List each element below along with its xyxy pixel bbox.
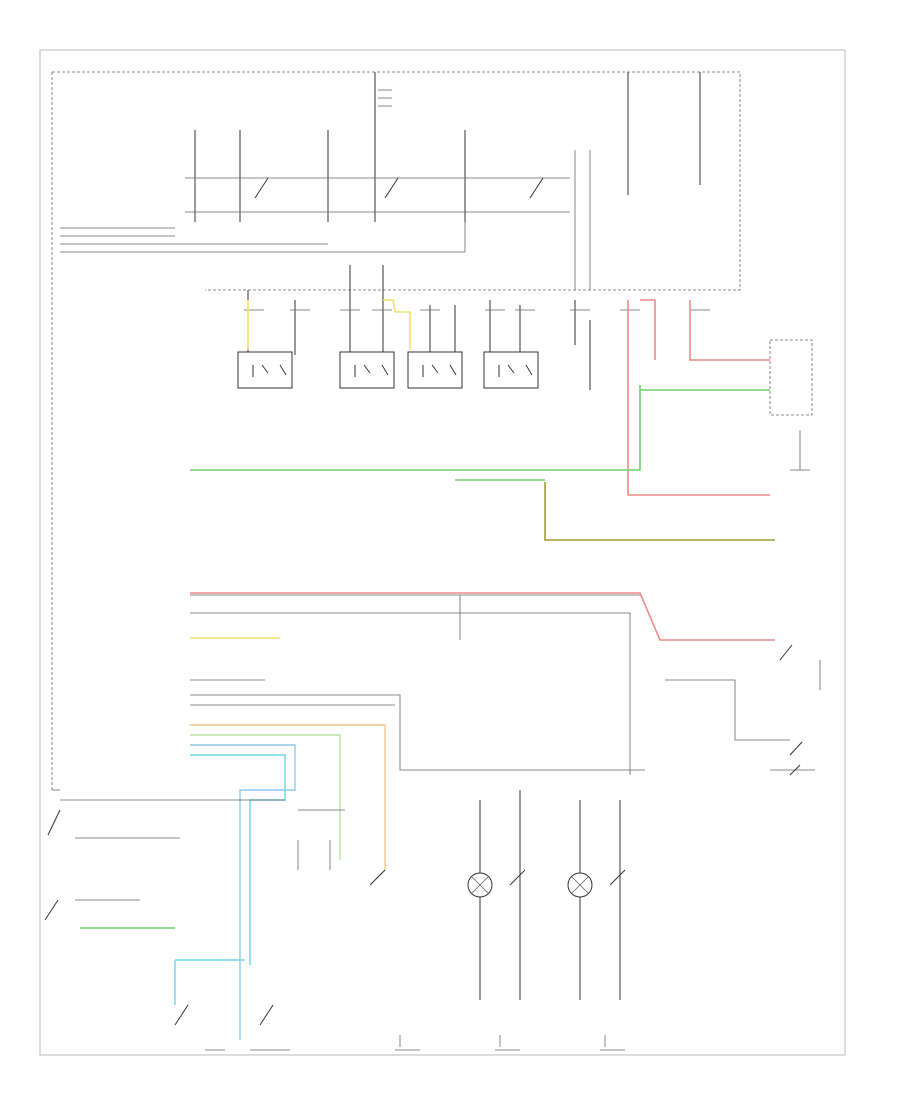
switch-icon — [369, 869, 386, 886]
switch-icon — [259, 1004, 274, 1026]
left-signal-lines — [60, 222, 466, 253]
switch-icon — [384, 177, 399, 199]
module-outline-middle — [190, 594, 645, 775]
colored-wires-top — [190, 299, 775, 541]
connector-row — [244, 265, 710, 390]
lamp-group — [467, 790, 626, 1000]
right-module — [769, 339, 813, 471]
fuse-feeds — [374, 72, 701, 195]
body-control-module-outline — [51, 71, 741, 791]
bottom-switches — [174, 809, 625, 1051]
switch-icon — [609, 869, 626, 886]
switch-icon — [174, 1004, 189, 1026]
relay-group — [237, 351, 539, 389]
switch-icon — [789, 764, 801, 776]
switch-icon — [254, 177, 269, 199]
ground-icon — [399, 1035, 606, 1047]
relay-icon — [237, 351, 293, 389]
relay-icon — [407, 351, 463, 389]
door-lock-switch-bank — [185, 130, 591, 290]
switch-icon — [44, 899, 59, 921]
switch-icon — [789, 741, 803, 756]
colored-wires-middle — [80, 592, 775, 1040]
relay-icon — [483, 351, 539, 389]
left-switch-group — [44, 799, 285, 921]
switch-icon — [47, 809, 61, 836]
diagram-border — [39, 49, 846, 1056]
relay-icon — [339, 351, 395, 389]
switch-icon — [529, 177, 544, 199]
switch-icon — [509, 869, 526, 886]
switch-icon — [779, 644, 793, 661]
right-switch-group — [665, 644, 821, 776]
